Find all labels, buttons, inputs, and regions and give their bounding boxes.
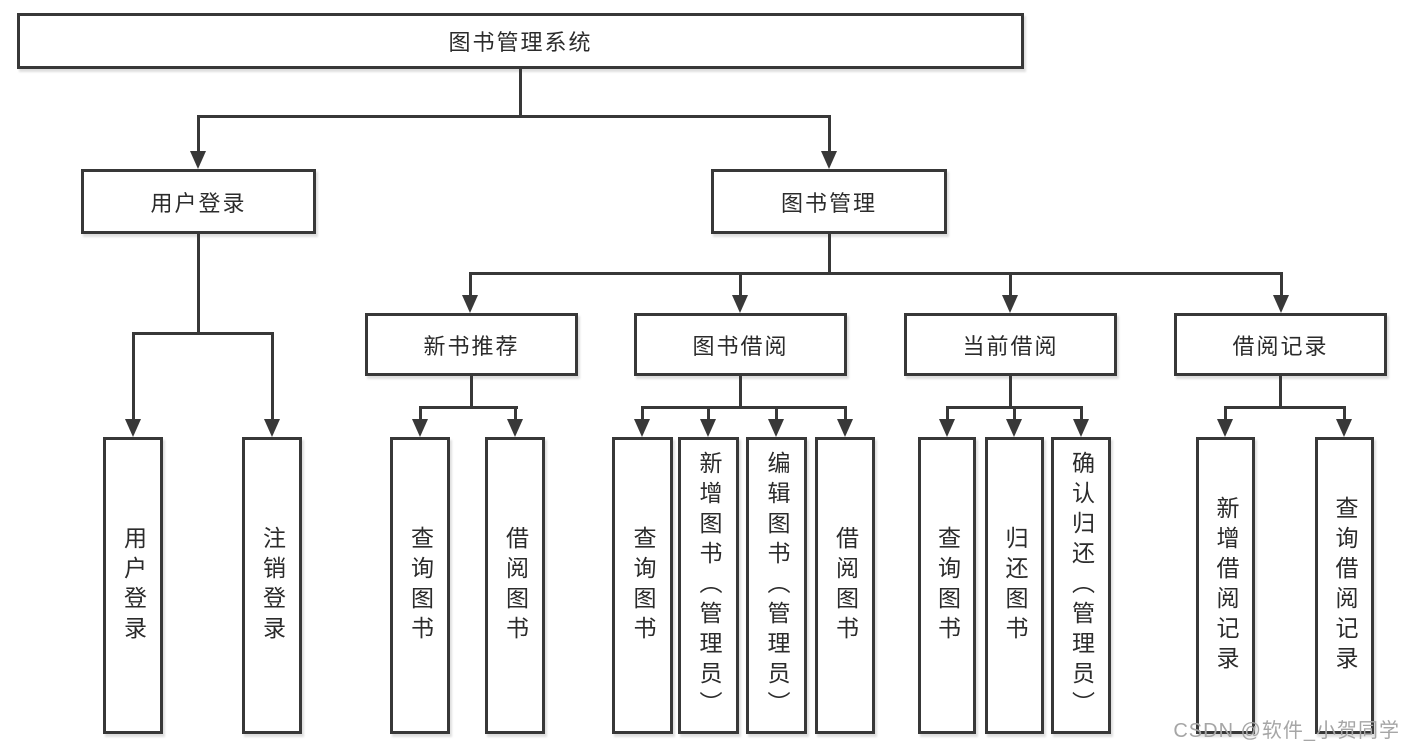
arrowhead-to-leaf-user-login bbox=[125, 419, 141, 437]
arrowhead-to-leaf-borrow-book-2 bbox=[837, 419, 853, 437]
connector-to-leaf-logout bbox=[271, 332, 274, 421]
arrowhead-to-leaf-add-record bbox=[1217, 419, 1233, 437]
arrowhead-to-user-login bbox=[190, 151, 206, 169]
connector-to-leaf-add-record bbox=[1224, 406, 1227, 421]
connector-to-leaf-confirm-return bbox=[1080, 406, 1083, 421]
connector-records-stem bbox=[1279, 376, 1282, 409]
arrowhead-to-leaf-return-book bbox=[1006, 419, 1022, 437]
connector-to-leaf-query-record bbox=[1343, 406, 1346, 421]
arrowhead-to-leaf-edit-book bbox=[768, 419, 784, 437]
connector-root-rail bbox=[197, 115, 831, 118]
arrowhead-to-leaf-query-book-1 bbox=[412, 419, 428, 437]
connector-to-leaf-borrow-book-1 bbox=[514, 406, 517, 421]
connector-to-leaf-query-book-1 bbox=[419, 406, 422, 421]
node-current-borrowing: 当前借阅 bbox=[904, 313, 1117, 376]
connector-borrowing-rail bbox=[641, 406, 847, 409]
arrowhead-to-leaf-add-book bbox=[700, 419, 716, 437]
leaf-query-book-current: 查询图书 bbox=[918, 437, 976, 734]
connector-to-leaf-user-login bbox=[132, 332, 135, 421]
node-borrowing-records: 借阅记录 bbox=[1174, 313, 1387, 376]
leaf-query-book-borrowing: 查询图书 bbox=[612, 437, 673, 734]
connector-current-stem bbox=[1009, 376, 1012, 409]
leaf-add-book-admin: 新增图书（管理员） bbox=[678, 437, 739, 734]
leaf-confirm-return-admin: 确认归还（管理员） bbox=[1051, 437, 1111, 734]
leaf-borrow-book: 借阅图书 bbox=[815, 437, 875, 734]
connector-to-leaf-borrow-book-2 bbox=[844, 406, 847, 421]
node-new-book-recommend: 新书推荐 bbox=[365, 313, 578, 376]
arrowhead-to-borrowing-records bbox=[1273, 295, 1289, 313]
leaf-query-book-recommend: 查询图书 bbox=[390, 437, 450, 734]
leaf-user-login: 用户登录 bbox=[103, 437, 163, 734]
arrowhead-to-book-management bbox=[821, 151, 837, 169]
connector-to-book-borrowing bbox=[739, 272, 742, 297]
connector-to-new-book-recommend bbox=[469, 272, 472, 297]
connector-to-leaf-edit-book bbox=[775, 406, 778, 421]
connector-user-login-rail bbox=[132, 332, 274, 335]
node-root-library-management-system: 图书管理系统 bbox=[17, 13, 1024, 69]
connector-to-leaf-query-book-3 bbox=[946, 406, 949, 421]
connector-new-book-rail bbox=[419, 406, 518, 409]
connector-user-login-stem bbox=[197, 234, 200, 335]
node-book-management: 图书管理 bbox=[711, 169, 947, 234]
arrowhead-to-new-book-recommend bbox=[462, 295, 478, 313]
arrowhead-to-current-borrowing bbox=[1002, 295, 1018, 313]
connector-to-leaf-add-book bbox=[707, 406, 710, 421]
arrowhead-to-leaf-logout bbox=[264, 419, 280, 437]
leaf-borrow-book-recommend: 借阅图书 bbox=[485, 437, 545, 734]
connector-to-user-login bbox=[197, 115, 200, 153]
arrowhead-to-leaf-query-record bbox=[1336, 419, 1352, 437]
leaf-edit-book-admin: 编辑图书（管理员） bbox=[746, 437, 807, 734]
node-book-borrowing: 图书借阅 bbox=[634, 313, 847, 376]
leaf-return-book: 归还图书 bbox=[985, 437, 1044, 734]
connector-book-management-stem bbox=[828, 234, 831, 275]
connector-borrowing-stem bbox=[739, 376, 742, 409]
arrowhead-to-leaf-borrow-book-1 bbox=[507, 419, 523, 437]
connector-to-current-borrowing bbox=[1009, 272, 1012, 297]
leaf-add-borrow-record: 新增借阅记录 bbox=[1196, 437, 1255, 734]
connector-root-stem bbox=[519, 69, 522, 117]
arrowhead-to-leaf-query-book-3 bbox=[939, 419, 955, 437]
connector-to-borrowing-records bbox=[1280, 272, 1283, 297]
leaf-logout: 注销登录 bbox=[242, 437, 302, 734]
arrowhead-to-leaf-confirm-return bbox=[1073, 419, 1089, 437]
connector-records-rail bbox=[1224, 406, 1346, 409]
arrowhead-to-leaf-query-book-2 bbox=[634, 419, 650, 437]
connector-to-book-management bbox=[828, 115, 831, 153]
connector-to-leaf-return-book bbox=[1013, 406, 1016, 421]
connector-new-book-stem bbox=[470, 376, 473, 409]
connector-to-leaf-query-book-2 bbox=[641, 406, 644, 421]
arrowhead-to-book-borrowing bbox=[732, 295, 748, 313]
node-user-login: 用户登录 bbox=[81, 169, 316, 234]
leaf-query-borrow-record: 查询借阅记录 bbox=[1315, 437, 1374, 734]
csdn-watermark: CSDN @软件_小贺同学 bbox=[1173, 720, 1400, 742]
connector-book-management-rail bbox=[469, 272, 1283, 275]
